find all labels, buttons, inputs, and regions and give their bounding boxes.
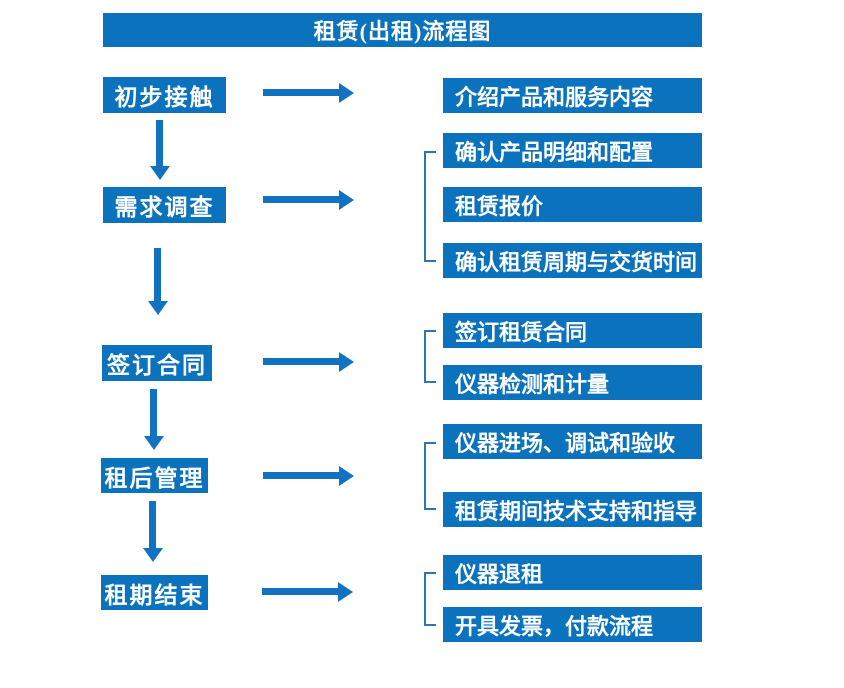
detail-box-intro-products-services: 介绍产品和服务内容 <box>443 78 702 113</box>
right-arrow-icon <box>262 588 338 595</box>
detail-box-invoice-payment: 开具发票，付款流程 <box>443 607 702 642</box>
detail-box-rental-tech-support: 租赁期间技术支持和指导 <box>443 492 702 527</box>
detail-box-sign-rental-contract: 签订租赁合同 <box>443 313 702 348</box>
down-arrow-icon <box>156 120 163 166</box>
step-box-initial-contact: 初步接触 <box>103 77 226 113</box>
detail-box-confirm-period-delivery: 确认租赁周期与交货时间 <box>443 243 702 278</box>
step-box-rental-end: 租期结束 <box>101 575 208 610</box>
detail-box-confirm-product-config: 确认产品明细和配置 <box>443 133 702 168</box>
group-bracket <box>424 572 436 626</box>
down-arrow-icon <box>150 389 157 436</box>
group-bracket <box>424 442 436 510</box>
down-arrow-icon <box>149 501 156 548</box>
right-arrow-icon <box>263 358 339 365</box>
group-bracket <box>424 330 436 383</box>
right-arrow-icon <box>263 196 339 203</box>
group-bracket <box>424 151 436 262</box>
detail-box-instrument-return: 仪器退租 <box>443 555 702 590</box>
right-arrow-icon <box>263 89 339 96</box>
step-box-demand-survey: 需求调查 <box>103 187 226 223</box>
step-box-post-rental-management: 租后管理 <box>101 458 208 493</box>
down-arrow-icon <box>154 248 161 301</box>
detail-box-instrument-testing-metering: 仪器检测和计量 <box>443 365 702 400</box>
flowchart-title: 租赁(出租)流程图 <box>103 13 702 47</box>
right-arrow-icon <box>263 472 339 479</box>
step-box-sign-contract: 签订合同 <box>102 345 212 381</box>
detail-box-instrument-entry-acceptance: 仪器进场、调试和验收 <box>443 424 702 459</box>
detail-box-rental-quote: 租赁报价 <box>443 187 702 222</box>
